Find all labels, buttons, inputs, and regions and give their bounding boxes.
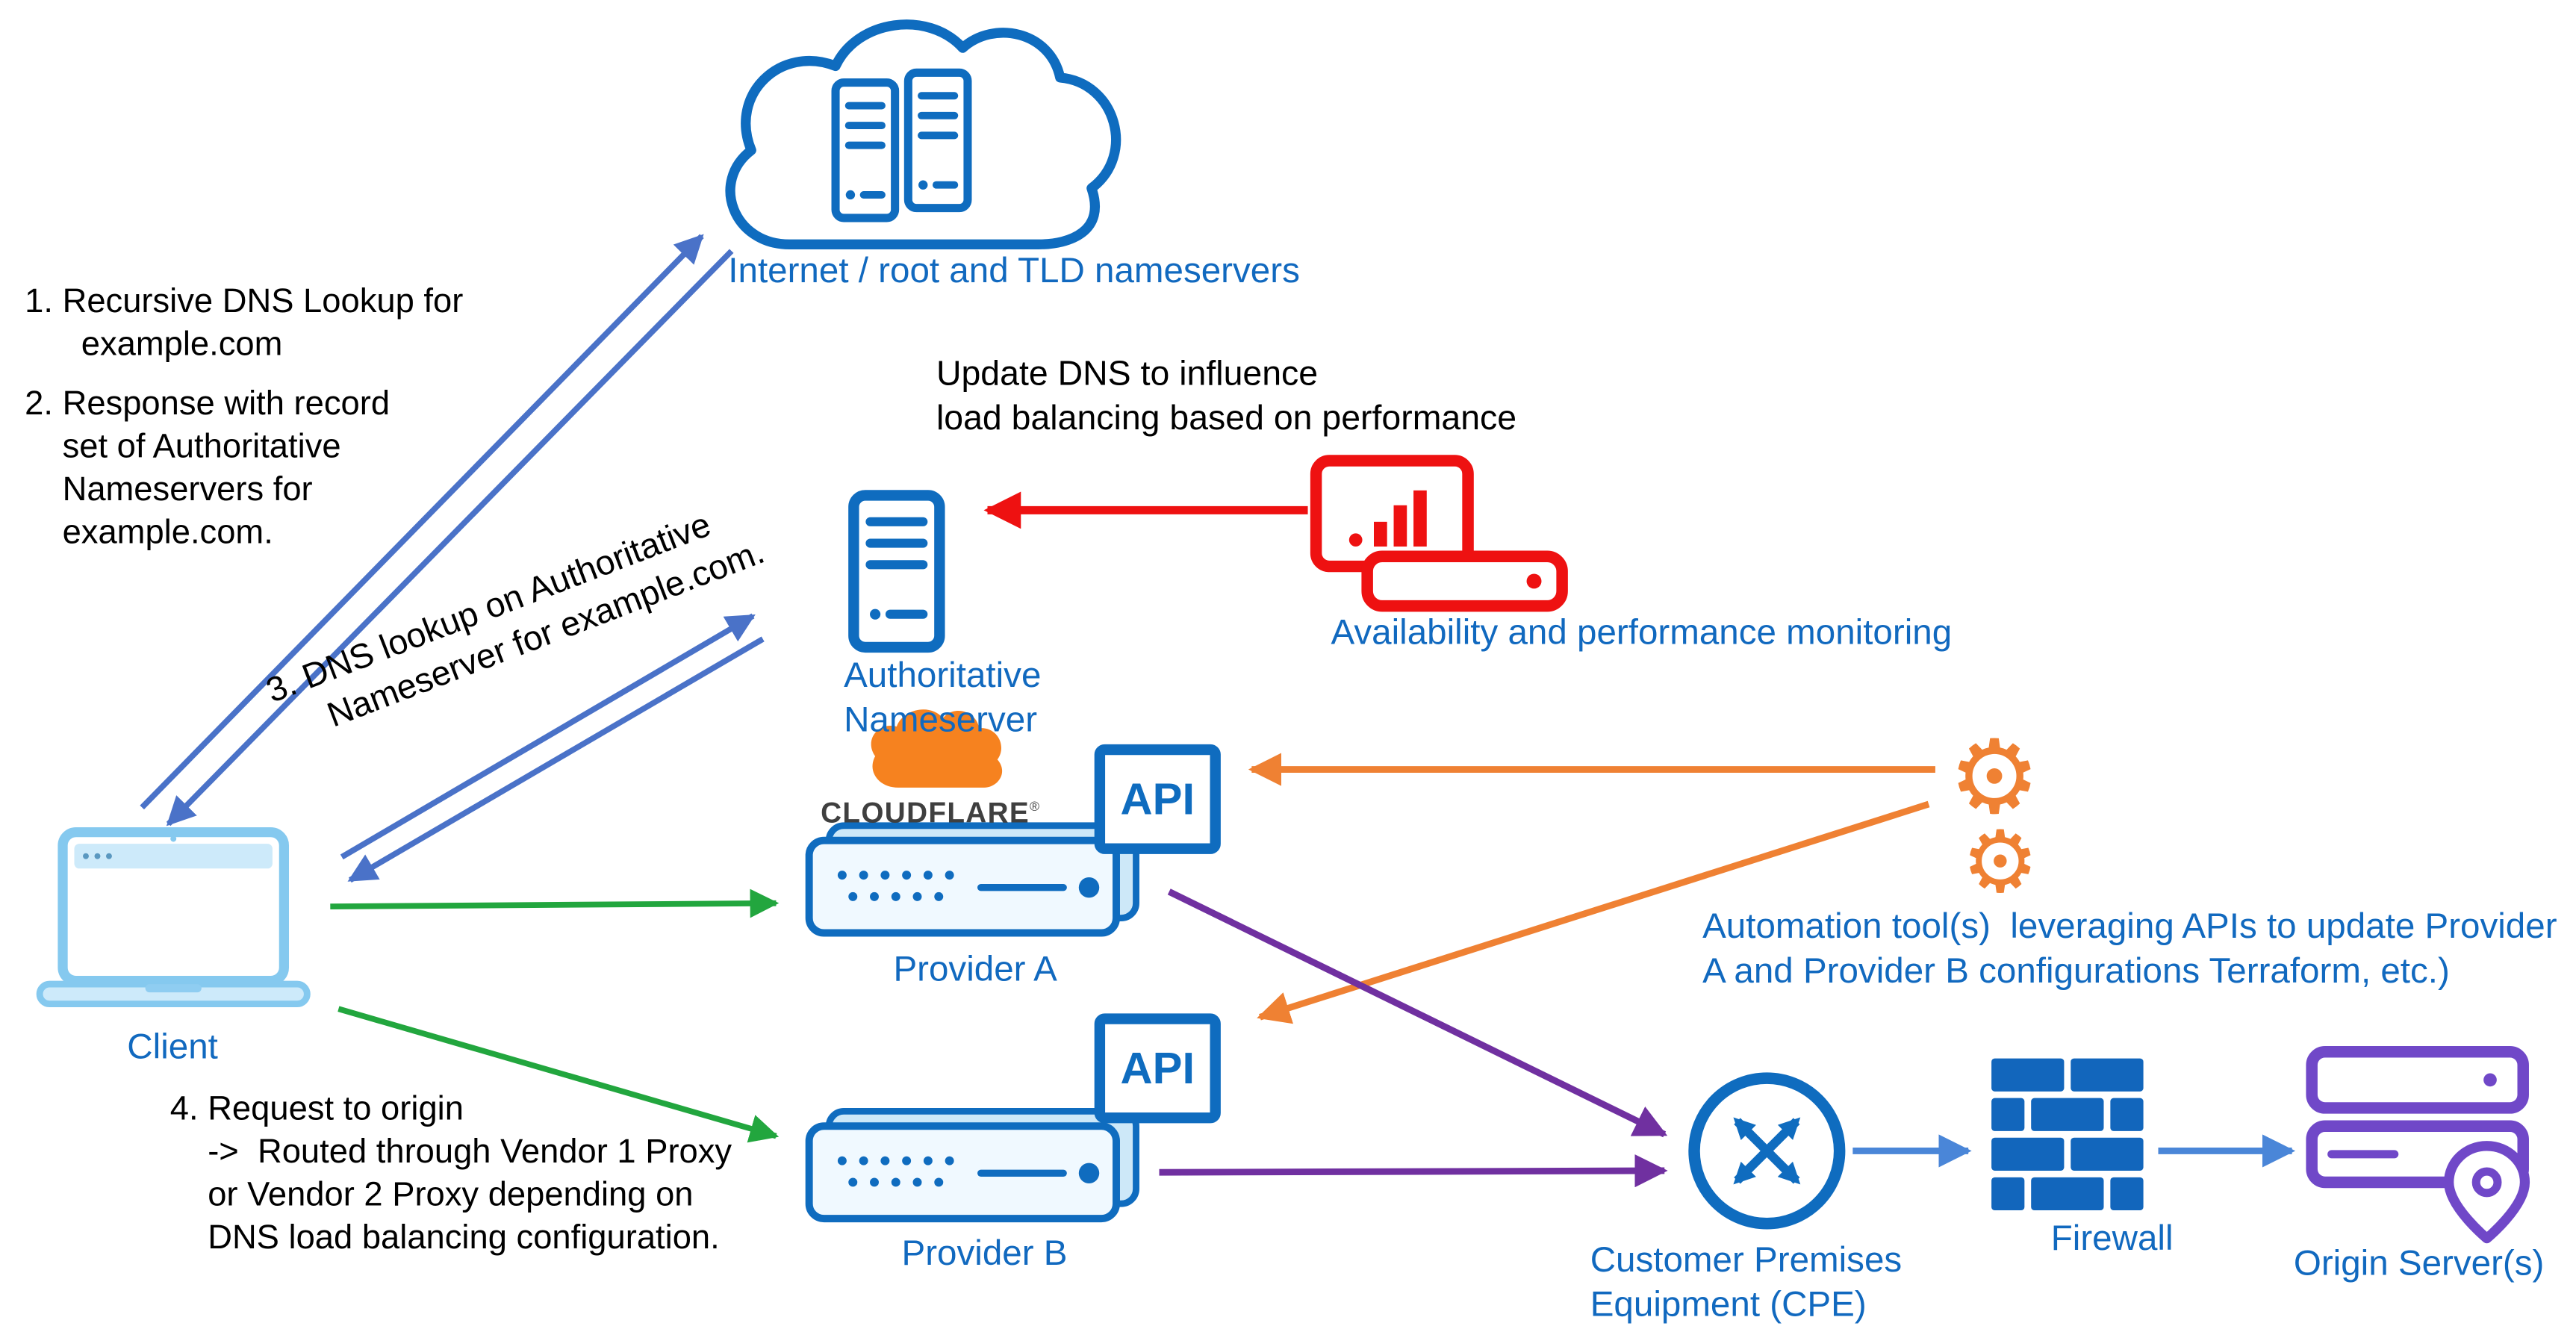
authoritative-nameserver-label: Authoritative Nameserver [844,655,1042,740]
note-step1: 1. Recursive DNS Lookup for example.com [25,282,464,364]
authoritative-nameserver-icon [848,490,945,653]
arrow-provider-b-to-cpe [1159,1154,1668,1188]
monitoring-icon [1310,455,1568,612]
arrow-provider-a-to-cpe [1167,888,1668,1138]
provider-b-api-box [1094,1013,1221,1124]
client-label: Client [127,1027,218,1067]
cpe-label: Customer Premises Equipment (CPE) [1590,1239,1903,1325]
provider-a-server-icon [809,826,1136,933]
arrow-root-to-client [166,249,734,827]
note-step4: 4. Request to origin -> Routed through V… [169,1089,732,1257]
note-step2: 2. Response with record set of Authorita… [25,385,391,552]
arrow-authns-to-client [347,636,765,883]
cloudflare-registered-mark: ® [1029,799,1041,815]
gears-icon: ⚙ ⚙ [1949,718,2041,912]
arrow-client-to-root [140,234,704,810]
location-pin-icon [2444,1141,2530,1244]
automation-note: Automation tool(s) leveraging APIs to up… [1702,906,2557,991]
provider-a-api-label: API [1120,774,1195,824]
cloudflare-wordmark: CLOUDFLARE® [821,796,1040,830]
arrow-automation-to-api-b [1257,800,1930,1024]
cloudflare-cloud-icon [871,709,1003,788]
cpe-router-icon [1688,1072,1846,1230]
cloudflare-text: CLOUDFLARE [821,795,1030,830]
internet-cloud-icon [725,19,1121,249]
nameserver-rack-icon [903,68,972,213]
origin-label: Origin Server(s) [2293,1243,2545,1283]
arrow-client-to-authns [340,613,756,860]
monitoring-label: Availability and performance monitoring [1331,612,1953,653]
gear-icon: ⚙ [1949,718,2041,837]
arrow-client-to-provider-b [337,1006,780,1143]
provider-a-label: Provider A [893,949,1057,989]
internet-label: Internet / root and TLD nameservers [728,251,1300,291]
update-dns-note: Update DNS to influence load balancing b… [936,355,1517,438]
firewall-icon [1991,1058,2144,1211]
provider-b-api-label: API [1120,1042,1195,1092]
arrow-client-to-provider-a [330,888,780,918]
client-laptop-icon [36,827,311,1008]
provider-a-api-box [1094,744,1221,854]
provider-b-label: Provider B [901,1233,1068,1274]
origin-servers-icon [2306,1046,2530,1244]
nameserver-rack-icon [831,78,900,222]
firewall-label: Firewall [2050,1218,2174,1259]
provider-b-server-icon [809,1111,1136,1218]
gear-icon: ⚙ [1961,812,2038,912]
